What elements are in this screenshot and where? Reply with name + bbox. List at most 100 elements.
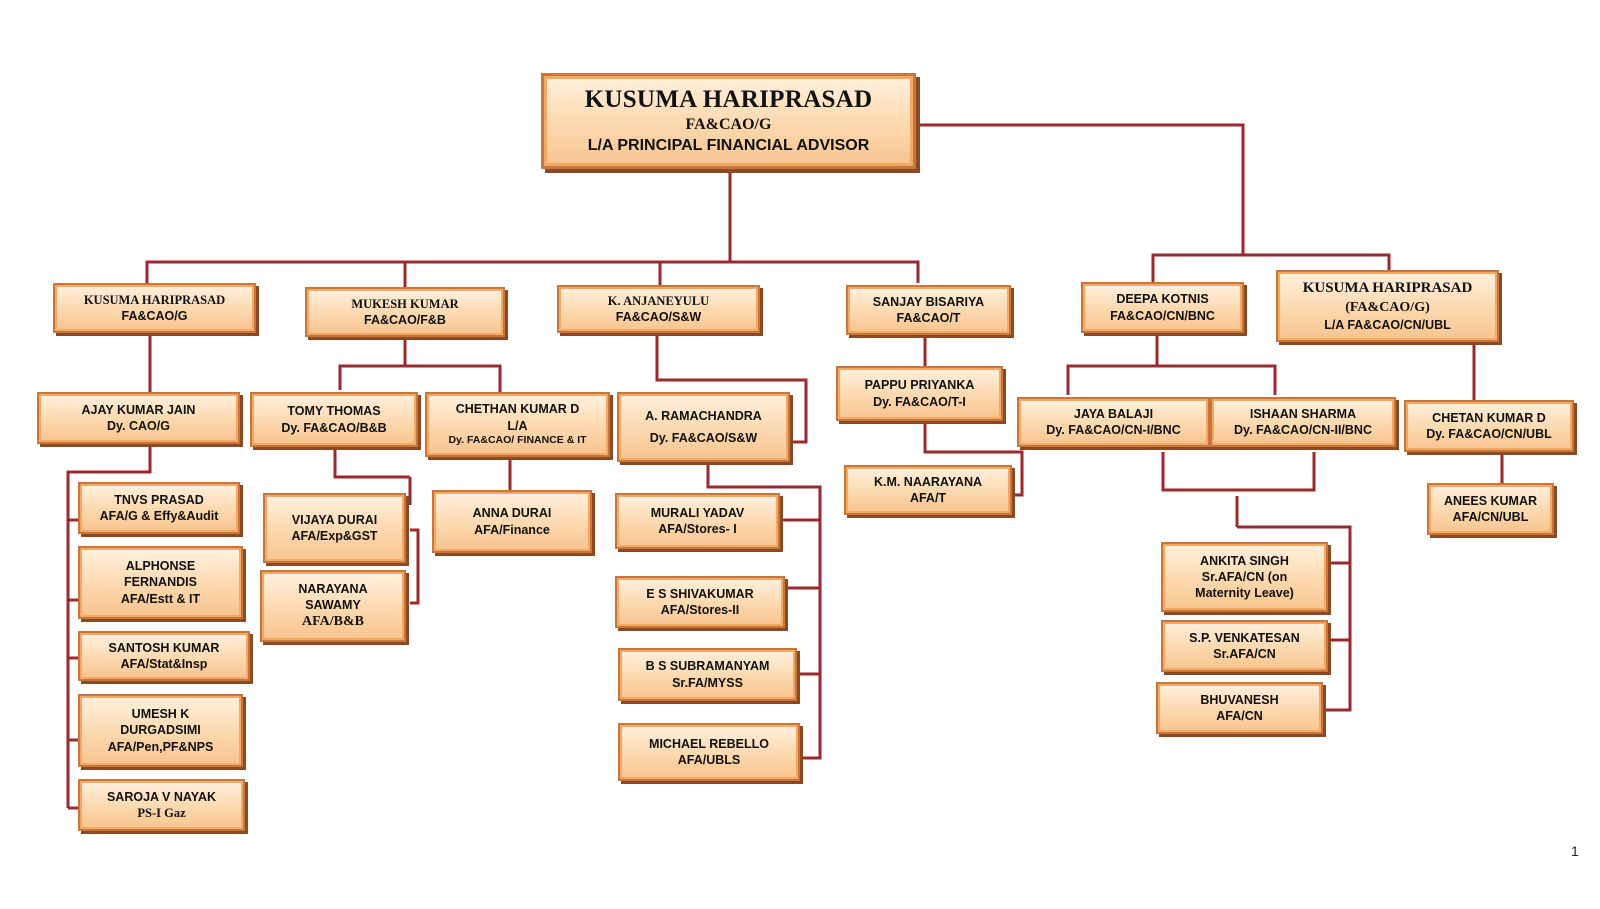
node-title: AFA/B&B — [302, 614, 364, 630]
node-title: FA&CAO/T — [896, 311, 961, 325]
node-name: ANNA DURAI — [472, 506, 552, 521]
node-title2: L/A FA&CAO/CN/UBL — [1324, 317, 1451, 332]
node-title: FA&CAO/F&B — [364, 313, 446, 327]
node-name: CHETHAN KUMAR D — [455, 402, 580, 417]
l3-box-shivakumar: E S SHIVAKUMAR AFA/Stores-II — [615, 576, 785, 628]
l3-box-murali: MURALI YADAV AFA/Stores- I — [615, 493, 780, 549]
node-name: SANTOSH KUMAR — [108, 640, 220, 655]
l3-box-venkatesan: S.P. VENKATESAN Sr.AFA/CN — [1161, 620, 1328, 672]
l2-box-ishaan: ISHAAN SHARMA Dy. FA&CAO/CN-II/BNC — [1210, 397, 1396, 447]
head-box-sw: K. ANJANEYULU FA&CAO/S&W — [557, 285, 760, 333]
node-name: ALPHONSE — [125, 559, 196, 574]
node-name: PAPPU PRIYANKA — [864, 378, 975, 393]
node-name: AJAY KUMAR JAIN — [81, 402, 196, 417]
node-title: Dy. FA&CAO/B&B — [281, 420, 387, 435]
node-name: DEEPA KOTNIS — [1116, 292, 1209, 307]
node-title: Sr.AFA/CN (on — [1201, 569, 1288, 584]
node-title: FA&CAO/G — [121, 309, 188, 323]
node-name: B S SUBRAMANYAM — [645, 659, 770, 674]
node-title: AFA/Estt & IT — [120, 591, 201, 606]
root-title: FA&CAO/G — [685, 116, 772, 134]
l2-box-jaya: JAYA BALAJI Dy. FA&CAO/CN-I/BNC — [1017, 397, 1210, 447]
node-title: Dy. CAO/G — [107, 419, 170, 433]
node-title: Sr.AFA/CN — [1213, 647, 1276, 661]
node-title: Sr.FA/MYSS — [672, 675, 743, 690]
head-box-fag: KUSUMA HARIPRASAD FA&CAO/G — [53, 283, 256, 333]
node-name: UMESH K — [131, 707, 190, 722]
head-box-bnc: DEEPA KOTNIS FA&CAO/CN/BNC — [1081, 282, 1244, 333]
node-title: AFA/G & Effy&Audit — [99, 509, 219, 523]
l3-box-ankita: ANKITA SINGH Sr.AFA/CN (on Maternity Lea… — [1161, 542, 1328, 612]
node-title: Dy. FA&CAO/CN/UBL — [1426, 427, 1552, 441]
node-title: FA&CAO/CN/BNC — [1110, 308, 1215, 323]
node-name: MUKESH KUMAR — [351, 296, 459, 311]
node-title: AFA/T — [909, 491, 947, 505]
node-title2: Maternity Leave) — [1195, 586, 1294, 601]
node-title: AFA/CN/UBL — [1452, 510, 1529, 524]
node-name: MICHAEL REBELLO — [649, 736, 769, 751]
node-name: SANJAY BISARIYA — [872, 294, 985, 309]
l2-box-ramachandra: A. RAMACHANDRA Dy. FA&CAO/S&W — [617, 392, 790, 462]
l3-box-umesh: UMESH K DURGADSIMI AFA/Pen,PF&NPS — [78, 694, 243, 767]
l3-box-anees: ANEES KUMAR AFA/CN/UBL — [1427, 483, 1554, 535]
l2-box-tomy: TOMY THOMAS Dy. FA&CAO/B&B — [250, 392, 418, 447]
node-name: K.M. NAARAYANA — [873, 474, 983, 489]
node-title: FA&CAO/S&W — [615, 310, 702, 324]
l3-box-vijaya: VIJAYA DURAI AFA/Exp&GST — [263, 493, 406, 563]
node-name: ANKITA SINGH — [1200, 553, 1289, 568]
page-number: 1 — [1571, 843, 1579, 859]
node-title: PS-I Gaz — [137, 806, 186, 820]
l2-box-ajay: AJAY KUMAR JAIN Dy. CAO/G — [37, 392, 240, 444]
l3-box-bhuvanesh: BHUVANESH AFA/CN — [1156, 682, 1323, 734]
node-name: NARAYANA — [298, 581, 368, 596]
node-name: MURALI YADAV — [650, 505, 745, 520]
root-title2: L/A PRINCIPAL FINANCIAL ADVISOR — [587, 137, 870, 154]
l2-box-pappu: PAPPU PRIYANKA Dy. FA&CAO/T-I — [836, 366, 1003, 421]
node-name: TOMY THOMAS — [287, 404, 381, 419]
node-title: AFA/Stores-II — [660, 603, 740, 617]
node-title: AFA/CN — [1216, 709, 1263, 723]
node-name: BHUVANESH — [1200, 692, 1279, 707]
node-name: KUSUMA HARIPRASAD — [83, 292, 226, 307]
node-title: AFA/Pen,PF&NPS — [107, 739, 214, 754]
node-name: CHETAN KUMAR D — [1432, 410, 1546, 425]
l3-box-michael: MICHAEL REBELLO AFA/UBLS — [618, 723, 800, 781]
node-title: AFA/Exp&GST — [291, 529, 378, 543]
node-title: AFA/Stat&Insp — [120, 657, 208, 671]
node-title: AFA/Stores- I — [658, 522, 737, 536]
node-name: SAROJA V NAYAK — [106, 789, 217, 804]
node-name: ANEES KUMAR — [1443, 493, 1538, 508]
node-name: S.P. VENKATESAN — [1189, 630, 1300, 645]
node-name: VIJAYA DURAI — [291, 512, 378, 527]
node-name2: SAWAMY — [305, 597, 361, 612]
node-name: JAYA BALAJI — [1073, 406, 1154, 421]
node-title: AFA/Finance — [474, 522, 550, 537]
node-title: AFA/UBLS — [677, 753, 741, 767]
node-name: ISHAAN SHARMA — [1249, 406, 1357, 421]
node-title: Dy. FA&CAO/CN-I/BNC — [1046, 423, 1181, 437]
node-name: TNVS PRASAD — [114, 492, 204, 507]
head-box-fb: MUKESH KUMAR FA&CAO/F&B — [305, 287, 505, 337]
node-title: L/A — [507, 418, 528, 433]
l3-box-narayana: NARAYANA SAWAMY AFA/B&B — [260, 570, 406, 642]
node-name2: DURGADSIMI — [120, 723, 201, 738]
node-name: A. RAMACHANDRA — [645, 408, 762, 423]
node-name2: FERNANDIS — [124, 575, 197, 590]
l3-box-santosh: SANTOSH KUMAR AFA/Stat&Insp — [78, 631, 250, 681]
node-name: K. ANJANEYULU — [607, 293, 710, 308]
node-title2: Dy. FA&CAO/ FINANCE & IT — [448, 433, 587, 446]
node-title: Dy. FA&CAO/T-I — [873, 394, 966, 409]
head-box-t: SANJAY BISARIYA FA&CAO/T — [846, 285, 1011, 335]
node-name: KUSUMA HARIPRASAD — [1302, 280, 1473, 297]
l3-box-subramanyam: B S SUBRAMANYAM Sr.FA/MYSS — [618, 648, 797, 701]
node-title: Dy. FA&CAO/CN-II/BNC — [1234, 423, 1372, 437]
node-title: (FA&CAO/G) — [1345, 299, 1430, 315]
l3-box-tnvs: TNVS PRASAD AFA/G & Effy&Audit — [78, 482, 240, 534]
root-box-kusuma-hariprasad: KUSUMA HARIPRASAD FA&CAO/G L/A PRINCIPAL… — [541, 73, 916, 169]
l3-box-alphonse: ALPHONSE FERNANDIS AFA/Estt & IT — [78, 546, 243, 619]
l3-box-naarayana: K.M. NAARAYANA AFA/T — [844, 465, 1012, 515]
head-box-ubl: KUSUMA HARIPRASAD (FA&CAO/G) L/A FA&CAO/… — [1276, 270, 1499, 342]
l3-box-saroja: SAROJA V NAYAK PS-I Gaz — [78, 779, 245, 831]
root-name: KUSUMA HARIPRASAD — [584, 86, 873, 114]
